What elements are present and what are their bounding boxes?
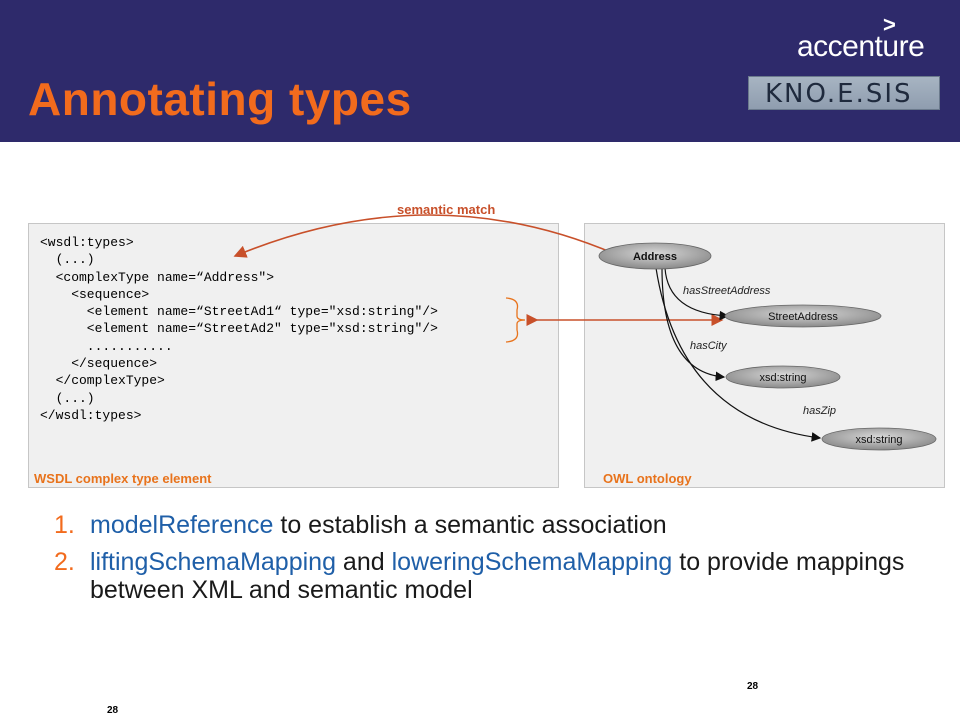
bullet-list: 1. modelReference to establish a semantic…	[54, 511, 914, 613]
bullet-text: to provide mappings between XML and sema…	[90, 548, 905, 604]
accenture-mark-icon: >	[883, 12, 896, 37]
code-line: </wsdl:types>	[40, 407, 142, 423]
bullet-item: 2. liftingSchemaMapping and loweringSchem…	[54, 548, 914, 604]
wsdl-code: <wsdl:types> (...) <complexType name=“Ad…	[40, 234, 438, 424]
page-number: 28	[747, 681, 759, 692]
code-line: <sequence>	[40, 286, 150, 302]
owl-panel	[584, 223, 945, 488]
wsdl-panel	[28, 223, 559, 488]
knoesis-logo: KNO.E.SIS	[748, 76, 940, 110]
title-banner	[0, 0, 960, 142]
page-number: 28	[107, 705, 119, 716]
bullet-text: to establish a semantic association	[273, 511, 667, 539]
code-line: (...)	[40, 390, 95, 406]
bullet-number: 1.	[54, 511, 75, 539]
term-modelreference: modelReference	[90, 511, 274, 539]
bullet-item: 1. modelReference to establish a semantic…	[54, 511, 914, 539]
code-line: <element name=“StreetAd2" type="xsd:stri…	[40, 321, 438, 337]
knoesis-logo-text: KNO.E.SIS	[765, 79, 913, 109]
bullet-number: 2.	[54, 548, 75, 576]
code-line: </complexType>	[40, 373, 165, 389]
code-line: <element name=“StreetAd1“ type="xsd:stri…	[40, 304, 438, 320]
slide-title: Annotating types	[28, 73, 412, 125]
code-line: ...........	[40, 338, 173, 354]
arc-label: semantic match	[397, 202, 495, 217]
bullet-text: and	[335, 548, 392, 576]
term-loweringschemamapping: loweringSchemaMapping	[391, 548, 673, 576]
code-line: (...)	[40, 252, 95, 268]
code-line: <wsdl:types>	[40, 235, 134, 250]
code-line: </sequence>	[40, 356, 158, 372]
wsdl-caption: WSDL complex type element	[34, 471, 212, 486]
term-liftingschemamapping: liftingSchemaMapping	[90, 548, 336, 576]
accenture-logo: accenture	[797, 30, 925, 63]
owl-caption: OWL ontology	[603, 471, 692, 486]
code-line: <complexType name=“Address">	[40, 269, 275, 285]
